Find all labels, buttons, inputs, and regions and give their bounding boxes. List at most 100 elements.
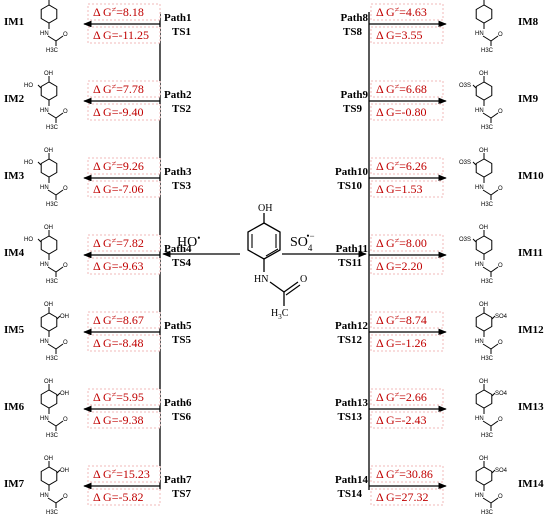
- activation-energy-box: [370, 388, 444, 406]
- intermediate-label: IM10: [518, 170, 544, 182]
- left-pathway-1: Δ G≠=8.18Δ G=-11.25Path1TS1IM1HOHNOH3C: [4, 0, 192, 54]
- side-substituent-label: HO: [24, 83, 33, 89]
- intermediate-label: IM8: [518, 16, 539, 28]
- top-substituent-label: OH: [44, 456, 53, 462]
- activation-energy-value: Δ G≠=15.23: [93, 467, 150, 481]
- carbonyl-o-label: O: [63, 494, 68, 500]
- carbonyl-o-label: O: [498, 109, 503, 115]
- reaction-energy-value: Δ G=-9.63: [93, 259, 144, 273]
- carbonyl-o-label: O: [498, 494, 503, 500]
- top-substituent-label: OH: [44, 225, 53, 231]
- activation-energy-box: [87, 234, 161, 252]
- reaction-energy-box: [370, 488, 444, 506]
- methyl-label: H3C: [46, 48, 59, 54]
- reaction-energy-value: Δ G=-9.38: [93, 413, 144, 427]
- reaction-energy-value: Δ G=-8.48: [93, 336, 144, 350]
- path-label: Path10: [335, 166, 369, 178]
- center-oh-label: OH: [258, 203, 272, 214]
- side-substituent-label: HO: [24, 237, 33, 243]
- reaction-energy-box: [87, 334, 161, 352]
- ts-label: TS6: [172, 411, 191, 423]
- top-substituent-label: OH: [479, 379, 488, 385]
- reaction-energy-box: [87, 26, 161, 44]
- side-substituent-label: HO: [24, 160, 33, 166]
- amide-nh-label: HN: [40, 262, 49, 268]
- reaction-energy-box: [370, 334, 444, 352]
- intermediate-label: IM6: [4, 401, 25, 413]
- top-substituent-label: OH: [44, 302, 53, 308]
- carbonyl-o-label: O: [498, 340, 503, 346]
- amide-nh-label: HN: [475, 31, 484, 37]
- reaction-energy-box: [87, 411, 161, 429]
- path-label: Path14: [335, 474, 369, 486]
- amide-nh-label: HN: [475, 416, 484, 422]
- activation-energy-box: [370, 80, 444, 98]
- carbonyl-o-label: O: [63, 186, 68, 192]
- activation-energy-value: Δ G≠=30.86: [376, 467, 433, 481]
- reaction-energy-box: [370, 26, 444, 44]
- reaction-energy-value: Δ G=-1.26: [376, 336, 427, 350]
- intermediate-label: IM1: [4, 16, 24, 28]
- path-label: Path8: [341, 12, 369, 24]
- center-methyl-label: H3C: [271, 308, 289, 321]
- methyl-label: H3C: [481, 125, 494, 131]
- activation-energy-value: Δ G≠=7.78: [93, 82, 144, 96]
- ts-label: TS13: [338, 411, 363, 423]
- amide-nh-label: HN: [40, 416, 49, 422]
- methyl-label: H3C: [481, 510, 494, 515]
- ts-label: TS11: [338, 257, 362, 269]
- reaction-energy-value: Δ G=-11.25: [93, 28, 149, 42]
- intermediate-label: IM12: [518, 324, 544, 336]
- path-label: Path13: [335, 397, 369, 409]
- intermediate-label: IM2: [4, 93, 25, 105]
- side-substituent-label: O3S: [459, 237, 471, 243]
- side-substituent-label: SO4: [495, 391, 508, 397]
- path-label: Path2: [164, 89, 192, 101]
- reaction-energy-value: Δ G=-0.80: [376, 105, 427, 119]
- activation-energy-value: Δ G≠=6.26: [376, 159, 427, 173]
- ts-label: TS3: [172, 180, 191, 192]
- methyl-label: H3C: [481, 279, 494, 285]
- amide-nh-label: HN: [40, 185, 49, 191]
- intermediate-label: IM13: [518, 401, 544, 413]
- activation-energy-box: [370, 311, 444, 329]
- ts-label: TS1: [172, 26, 191, 38]
- activation-energy-value: Δ G≠=7.82: [93, 236, 144, 250]
- ts-label: TS9: [343, 103, 362, 115]
- right-pathway-8: Δ G≠=4.63Δ G=3.55Path8TS8IM8SO4HNOH3C: [341, 0, 539, 54]
- methyl-label: H3C: [46, 433, 59, 439]
- activation-energy-value: Δ G≠=9.26: [93, 159, 144, 173]
- side-substituent-label: SO4: [495, 468, 508, 474]
- reaction-energy-value: Δ G=27.32: [376, 490, 429, 504]
- activation-energy-box: [87, 80, 161, 98]
- methyl-label: H3C: [46, 279, 59, 285]
- intermediate-label: IM7: [4, 478, 25, 490]
- carbonyl-o-label: O: [498, 186, 503, 192]
- path-label: Path11: [336, 243, 368, 255]
- reaction-energy-box: [87, 103, 161, 121]
- top-substituent-label: OH: [479, 302, 488, 308]
- center-o-label: O: [300, 274, 307, 285]
- amide-nh-label: HN: [475, 339, 484, 345]
- intermediate-label: IM9: [518, 93, 539, 105]
- path-label: Path3: [164, 166, 192, 178]
- top-substituent-label: OH: [479, 225, 488, 231]
- methyl-label: H3C: [46, 356, 59, 362]
- top-substituent-label: OH: [44, 71, 53, 77]
- reaction-energy-box: [87, 488, 161, 506]
- top-substituent-label: OH: [44, 148, 53, 154]
- hydroxyl-radical-label: HO•: [177, 233, 200, 250]
- path-label: Path7: [164, 474, 192, 486]
- activation-energy-value: Δ G≠=8.00: [376, 236, 427, 250]
- activation-energy-box: [87, 465, 161, 483]
- top-substituent-label: OH: [479, 456, 488, 462]
